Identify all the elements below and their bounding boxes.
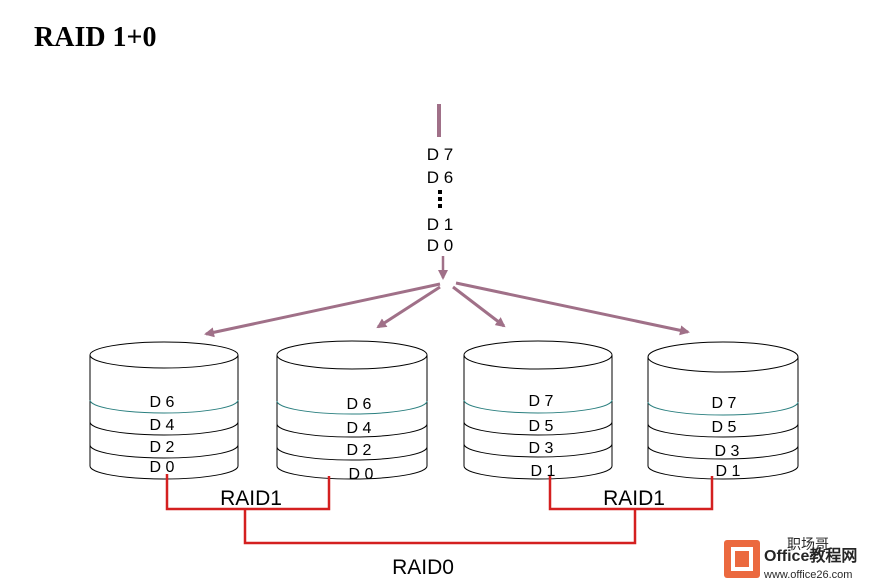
- office-logo-icon: [724, 540, 760, 578]
- arrow-to-disk-4: [455, 281, 690, 336]
- watermark-url: www.office26.com: [763, 569, 852, 581]
- input-block-d6: D 6: [427, 168, 453, 187]
- raid1-left-label: RAID1: [220, 487, 282, 510]
- disk-2: D 6 D 4 D 2 D 0: [276, 340, 428, 483]
- watermark-brand: Office教程网: [764, 546, 857, 565]
- disk-1-block-3: D 2: [150, 439, 175, 456]
- watermark: 职场哥 Office教程网 www.office26.com: [724, 536, 857, 581]
- disk-1-block-2: D 4: [150, 417, 175, 434]
- disk-3-block-3: D 3: [529, 440, 554, 457]
- raid0-bracket: RAID0: [243, 509, 637, 579]
- watermark-account: 职场哥: [787, 536, 829, 552]
- disk-3-block-1: D 7: [529, 393, 554, 410]
- disk-2-block-4: D 0: [349, 466, 374, 483]
- disk-1-block-1: D 6: [150, 394, 175, 411]
- disk-4-block-4: D 1: [716, 463, 741, 480]
- disk-1: D 6 D 4 D 2 D 0: [89, 341, 239, 480]
- disk-4-block-2: D 5: [712, 419, 737, 436]
- disk-2-block-2: D 4: [347, 420, 372, 437]
- arrow-to-disk-1: [204, 282, 441, 338]
- disk-2-block-3: D 2: [347, 442, 372, 459]
- disk-2-block-1: D 6: [347, 396, 372, 413]
- disk-3: D 7 D 5 D 3 D 1: [463, 340, 613, 480]
- disk-4-block-1: D 7: [712, 395, 737, 412]
- raid1-left-bracket: RAID1: [165, 474, 331, 511]
- disk-4: D 7 D 5 D 3 D 1: [647, 341, 799, 480]
- arrow-to-disk-3: [452, 285, 506, 328]
- input-block-d1: D 1: [427, 215, 453, 234]
- disk-1-block-4: D 0: [150, 459, 175, 476]
- distribution-arrows: [204, 281, 690, 338]
- disk-3-block-4: D 1: [531, 463, 556, 480]
- diagram-title: RAID 1+0: [34, 22, 157, 53]
- disk-3-block-2: D 5: [529, 418, 554, 435]
- input-block-d0: D 0: [427, 236, 453, 255]
- raid0-label: RAID0: [392, 556, 454, 579]
- raid1-right-bracket: RAID1: [548, 476, 714, 511]
- ellipsis-icon: [438, 190, 442, 208]
- input-block-d7: D 7: [427, 145, 453, 164]
- raid1-right-label: RAID1: [603, 487, 665, 510]
- arrow-to-disk-2: [376, 285, 441, 329]
- input-stream: D 7 D 6 D 1 D 0: [427, 104, 453, 280]
- disk-4-block-3: D 3: [715, 443, 740, 460]
